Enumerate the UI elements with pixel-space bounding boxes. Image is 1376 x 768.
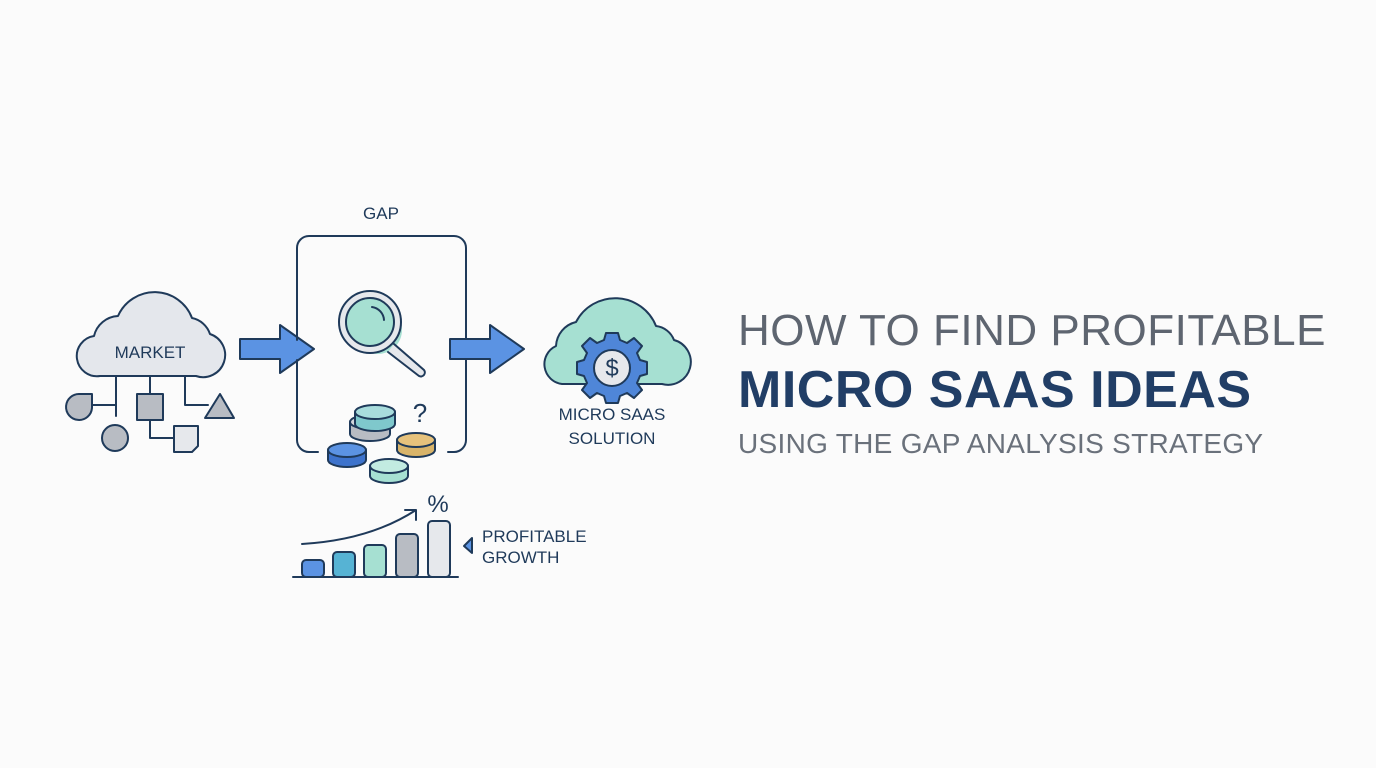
title-line2: MICRO SAAS IDEAS <box>738 361 1252 419</box>
document-shape-icon <box>173 425 199 453</box>
growth-label-line2: GROWTH <box>482 548 559 567</box>
circle-shape-icon <box>101 424 129 452</box>
triangle-shape-icon <box>204 393 235 419</box>
growth-label-line1: PROFITABLE <box>482 527 587 546</box>
question-mark: ? <box>413 398 427 428</box>
gap-bracket <box>296 235 467 453</box>
dollar-gear-icon <box>576 332 648 404</box>
coins-icon <box>327 404 436 484</box>
pointer-triangle-icon <box>463 537 473 554</box>
subtitle: USING THE GAP ANALYSIS STRATEGY <box>738 428 1264 459</box>
title-line1: HOW TO FIND PROFITABLE <box>738 306 1326 355</box>
arrow-right-icon <box>449 324 525 374</box>
market-label: MARKET <box>115 343 186 362</box>
dollar-symbol: $ <box>605 355 618 382</box>
solution-label-line1: MICRO SAAS <box>559 405 666 424</box>
gap-label: GAP <box>363 204 399 223</box>
square-shape-icon <box>136 393 164 421</box>
solution-label-line2: SOLUTION <box>569 429 656 448</box>
arrow-right-icon <box>239 324 315 374</box>
magnifying-glass-icon <box>338 290 426 378</box>
market-cloud-icon <box>75 291 227 439</box>
growth-bar-chart-icon <box>292 509 459 578</box>
teardrop-shape-icon <box>65 392 93 421</box>
percent-symbol: % <box>427 491 448 518</box>
